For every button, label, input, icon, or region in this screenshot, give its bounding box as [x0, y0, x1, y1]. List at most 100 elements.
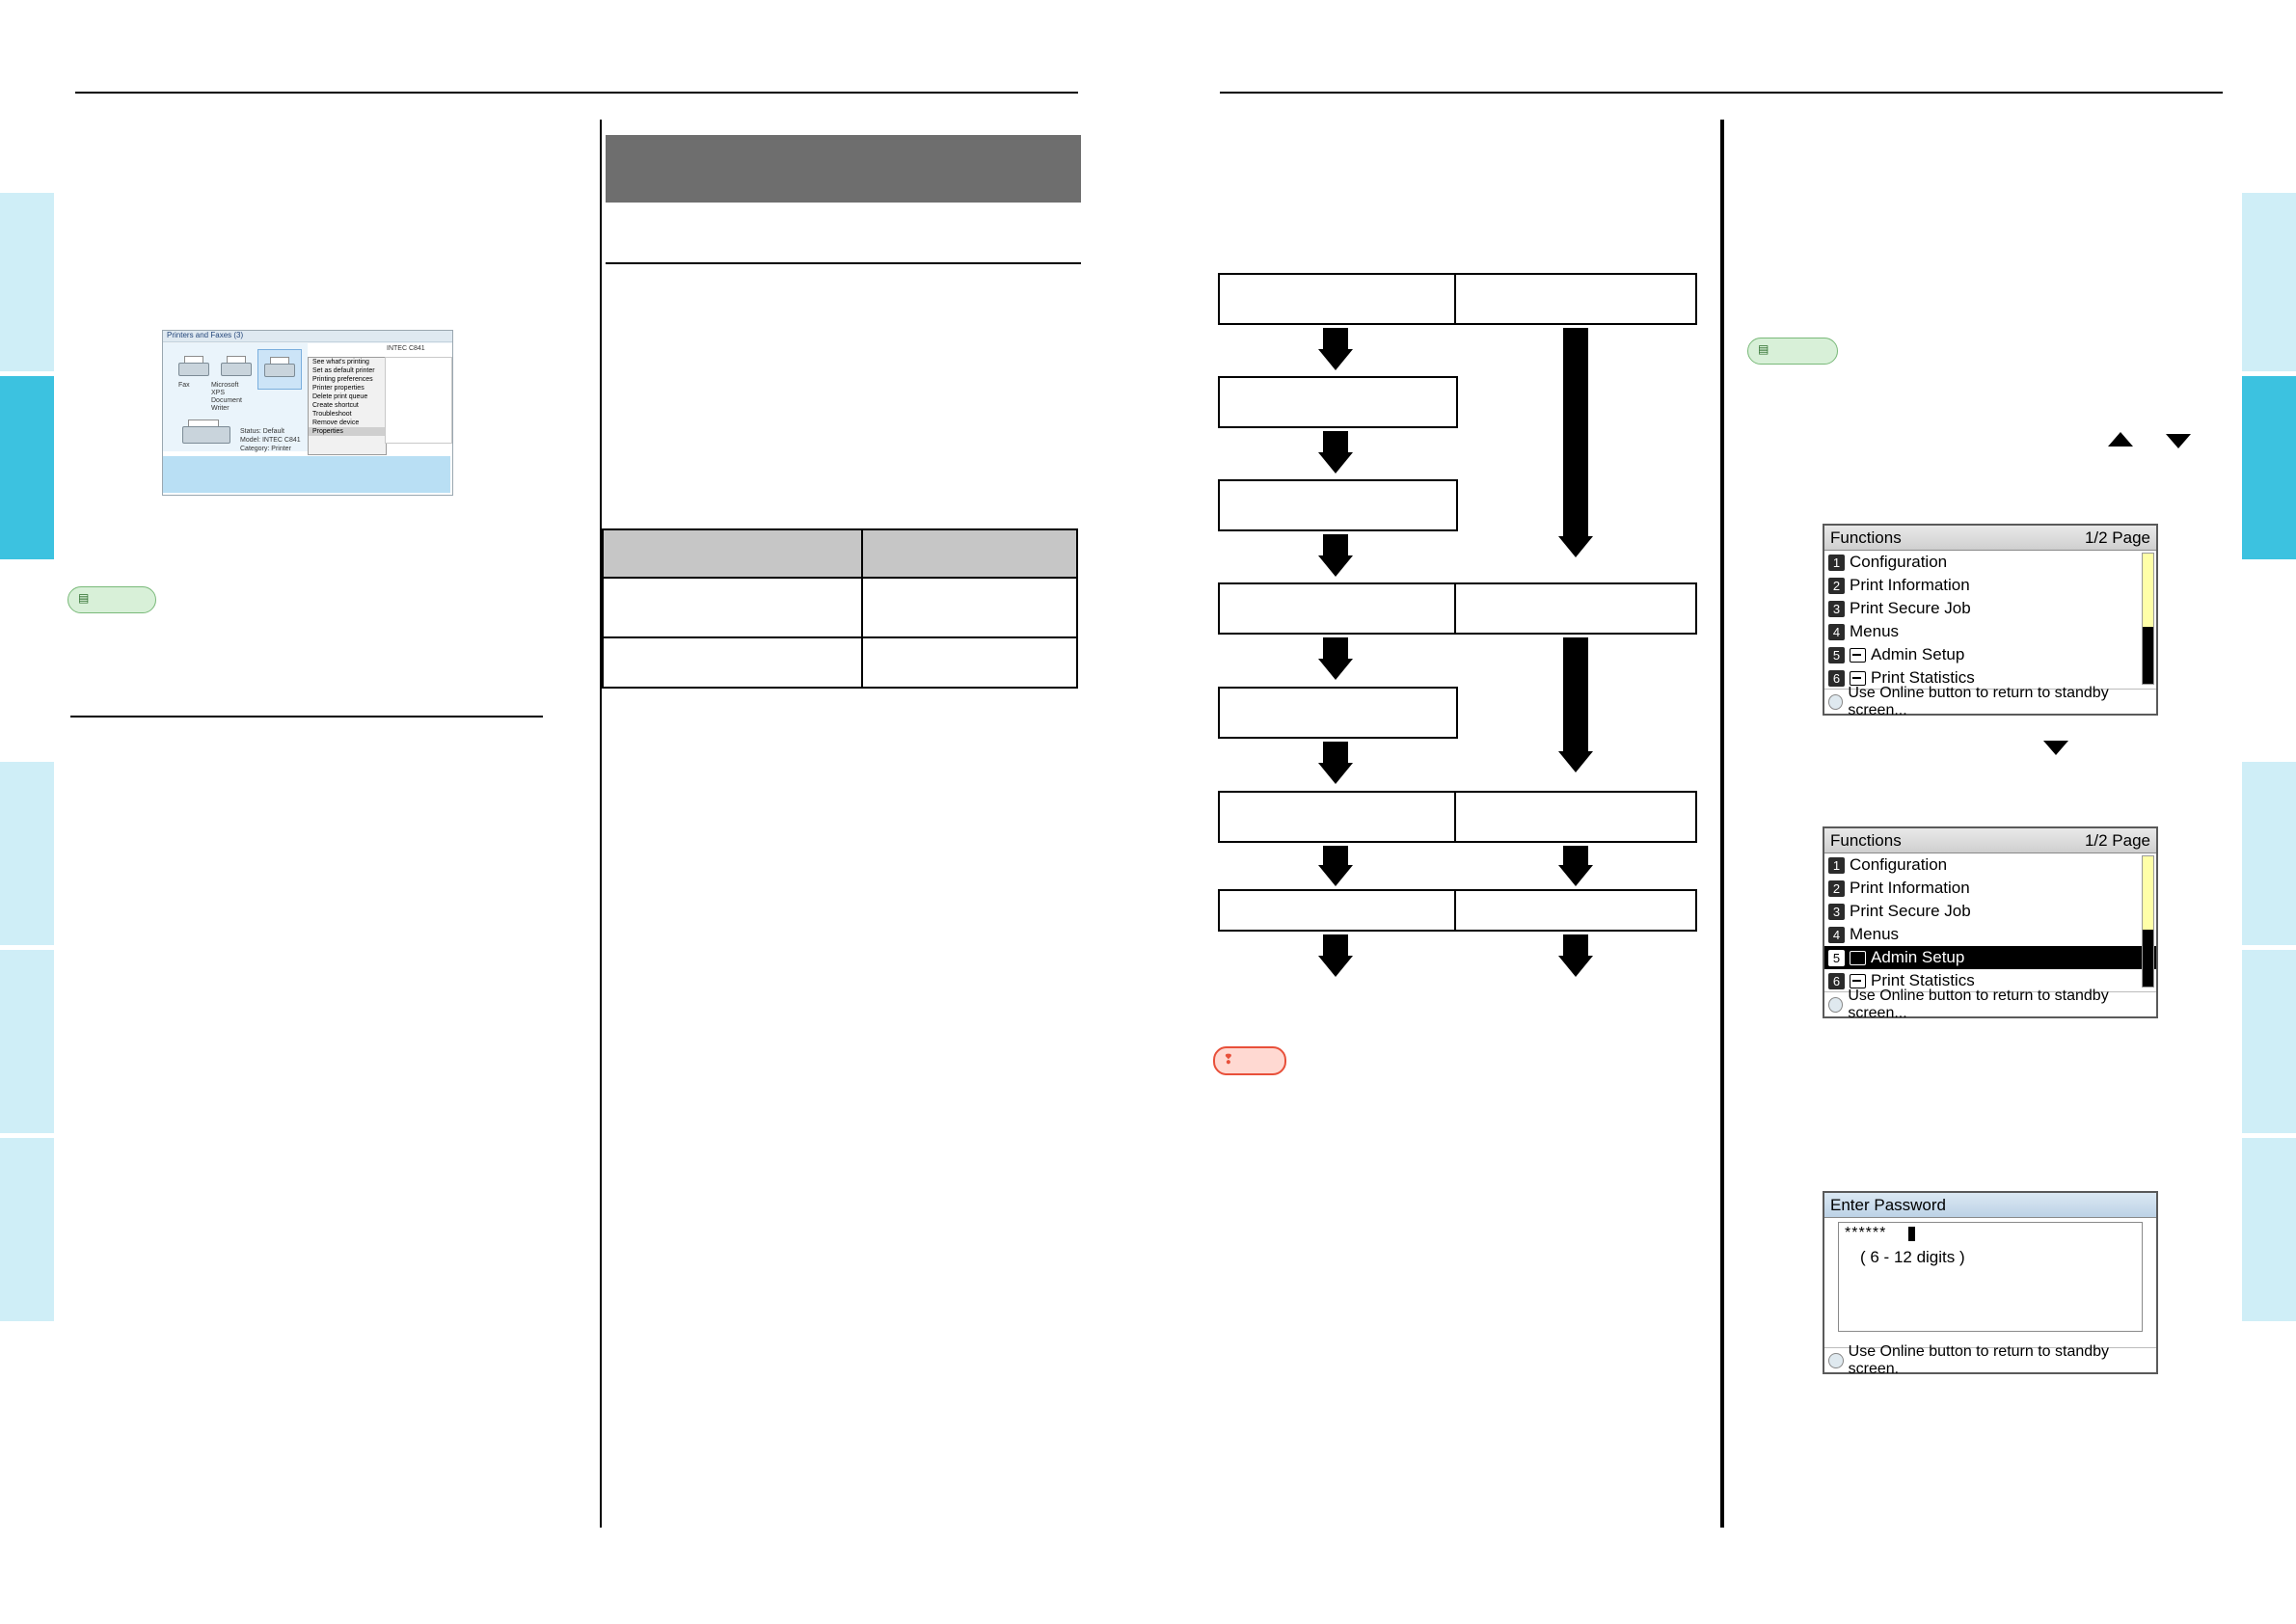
table-row [602, 577, 1079, 638]
online-button-icon [1828, 693, 1844, 710]
lcd-functions-page1[interactable]: Functions 1/2 Page 1 Configuration 2 Pri… [1823, 524, 2158, 718]
flow-node-r3 [1454, 791, 1697, 843]
flow-arrow-3-shaft [1323, 534, 1348, 557]
lcd-item-configuration[interactable]: 1 Configuration [1824, 551, 2156, 574]
printer-icon-xps[interactable] [219, 355, 252, 380]
right-tab-3 [2242, 762, 2296, 945]
memo-note-left: ▤ [68, 586, 156, 613]
context-menu-item-0[interactable]: See what's printing [312, 359, 369, 365]
lcd-item-number: 5 [1828, 949, 1845, 966]
window-body: Fax Microsoft XPS Document Writer Status… [163, 343, 452, 495]
lcd-item-number: 1 [1828, 554, 1845, 571]
flow-arrow-4-head [1318, 659, 1353, 680]
flow-arrow-r4-head [1558, 956, 1593, 977]
lcd-item-menus[interactable]: 4 Menus [1824, 923, 2156, 946]
lcd-scrollbar-1[interactable] [2142, 553, 2154, 685]
printer-icon-intec[interactable] [262, 356, 295, 381]
flow-node-n6 [1218, 791, 1458, 843]
context-menu-item-6[interactable]: Troubleshoot [312, 411, 352, 418]
caution-note: ❢ [1213, 1046, 1286, 1075]
address-value: INTEC C841 [387, 345, 425, 352]
context-menu-item-2[interactable]: Printing preferences [312, 376, 373, 383]
lcd-scroll-thumb-lower[interactable] [2143, 929, 2153, 987]
context-menu-item-5[interactable]: Create shortcut [312, 402, 359, 409]
key-icon [1850, 973, 1866, 988]
flow-arrow-6-shaft [1323, 846, 1348, 867]
lcd-item-label: Print Secure Job [1850, 902, 1971, 920]
left-tab-3 [0, 762, 54, 945]
printers-and-faxes-window[interactable]: Printers and Faxes (3) Fax Microsoft XPS… [162, 330, 453, 496]
lcd-item-print-statistics[interactable]: 6 Print Statistics [1824, 666, 2156, 690]
left-page-divider [70, 716, 543, 717]
flow-arrow-7-head [1318, 956, 1353, 977]
password-value: ****** [1845, 1225, 1887, 1241]
lcd-item-label: Configuration [1850, 553, 1948, 571]
printer-icon-selected-wrapper[interactable] [257, 349, 302, 390]
context-menu-item-3[interactable]: Printer properties [312, 385, 365, 392]
middle-column-left-border [600, 120, 602, 1528]
context-menu-item-highlighted[interactable]: Properties [309, 427, 386, 436]
left-tab-1 [0, 193, 54, 371]
password-hint: ( 6 - 12 digits ) [1860, 1248, 1965, 1266]
table-cell-1-1 [860, 636, 1079, 689]
flow-arrow-6-head [1318, 865, 1353, 886]
flow-arrow-1-shaft [1323, 328, 1348, 351]
flow-arrow-r4-shaft [1563, 934, 1588, 958]
lcd-footer-2: Use Online button to return to standby s… [1824, 988, 2156, 1021]
lcd-item-label: Configuration [1850, 855, 1948, 874]
lcd-enter-password[interactable]: Enter Password ****** ( 6 - 12 digits ) … [1823, 1191, 2158, 1377]
flow-arrow-3-head [1318, 555, 1353, 577]
lcd-item-menus[interactable]: 4 Menus [1824, 620, 2156, 643]
table-header-cell-0 [602, 528, 863, 579]
lcd-title-2: Functions [1830, 830, 1902, 850]
nav-up-triangle-icon[interactable] [2108, 432, 2133, 447]
flow-arrow-r1-shaft [1563, 328, 1588, 538]
context-menu-item-7[interactable]: Remove device [312, 420, 360, 426]
table-header-cell-1 [860, 528, 1079, 579]
lcd-footer-text: Use Online button to return to standby s… [1848, 987, 2109, 1021]
nav-down-triangle-icon[interactable] [2166, 434, 2191, 448]
lcd-item-number: 5 [1828, 646, 1845, 663]
password-field[interactable]: ****** ( 6 - 12 digits ) [1838, 1222, 2143, 1332]
printer-label-xps: Microsoft XPS Document Writer [211, 382, 242, 412]
lcd-item-configuration[interactable]: 1 Configuration [1824, 853, 2156, 877]
flow-arrow-2-shaft [1323, 431, 1348, 454]
flow-arrow-r2-head [1558, 751, 1593, 772]
flow-node-n1 [1218, 273, 1458, 325]
key-icon [1850, 950, 1866, 965]
lcd-footer-1: Use Online button to return to standby s… [1824, 685, 2156, 718]
lcd-functions-page1-admin-selected[interactable]: Functions 1/2 Page 1 Configuration 2 Pri… [1823, 826, 2158, 1021]
lcd-item-label: Print Statistics [1871, 971, 1975, 989]
lcd-item-admin-setup[interactable]: 5 Admin Setup [1824, 643, 2156, 666]
lcd-item-print-secure-job[interactable]: 3 Print Secure Job [1824, 597, 2156, 620]
table-cell-1-0 [602, 636, 863, 689]
printer-context-menu[interactable]: See what's printing Set as default print… [308, 357, 387, 455]
lcd-title-1: Functions [1830, 528, 1902, 547]
lcd-item-admin-setup-selected[interactable]: 5 Admin Setup [1824, 946, 2156, 969]
context-menu-item-4[interactable]: Delete print queue [312, 393, 368, 400]
lcd-scroll-thumb-upper[interactable] [2143, 856, 2153, 930]
flow-arrow-5-shaft [1323, 742, 1348, 765]
printer-icon-fax[interactable] [176, 355, 209, 380]
lcd-scroll-thumb-upper[interactable] [2143, 554, 2153, 627]
lcd-item-print-information[interactable]: 2 Print Information [1824, 574, 2156, 597]
table-cell-0-0 [602, 577, 863, 638]
lcd-item-label: Admin Setup [1871, 645, 1965, 663]
context-menu-item-1[interactable]: Set as default printer [312, 367, 375, 374]
lcd-step-down-icon [2043, 741, 2068, 755]
status-line-3: Category: Printer [240, 446, 291, 452]
lcd-scrollbar-2[interactable] [2142, 855, 2154, 988]
lcd-item-print-secure-job[interactable]: 3 Print Secure Job [1824, 900, 2156, 923]
lcd-item-print-statistics[interactable]: 6 Print Statistics [1824, 969, 2156, 992]
lcd-item-print-information[interactable]: 2 Print Information [1824, 877, 2156, 900]
right-tab-4 [2242, 950, 2296, 1133]
lcd-title-bar-2: Functions 1/2 Page [1824, 828, 2156, 853]
bottom-blue-strip [163, 456, 450, 493]
lcd-scroll-thumb-lower[interactable] [2143, 626, 2153, 684]
left-page-top-rule [75, 92, 1078, 94]
lcd-item-number: 3 [1828, 903, 1845, 920]
lcd-title-bar-3: Enter Password [1824, 1193, 2156, 1218]
details-pane [385, 357, 452, 444]
flow-arrow-4-shaft [1323, 637, 1348, 661]
flow-node-n4 [1218, 582, 1458, 635]
